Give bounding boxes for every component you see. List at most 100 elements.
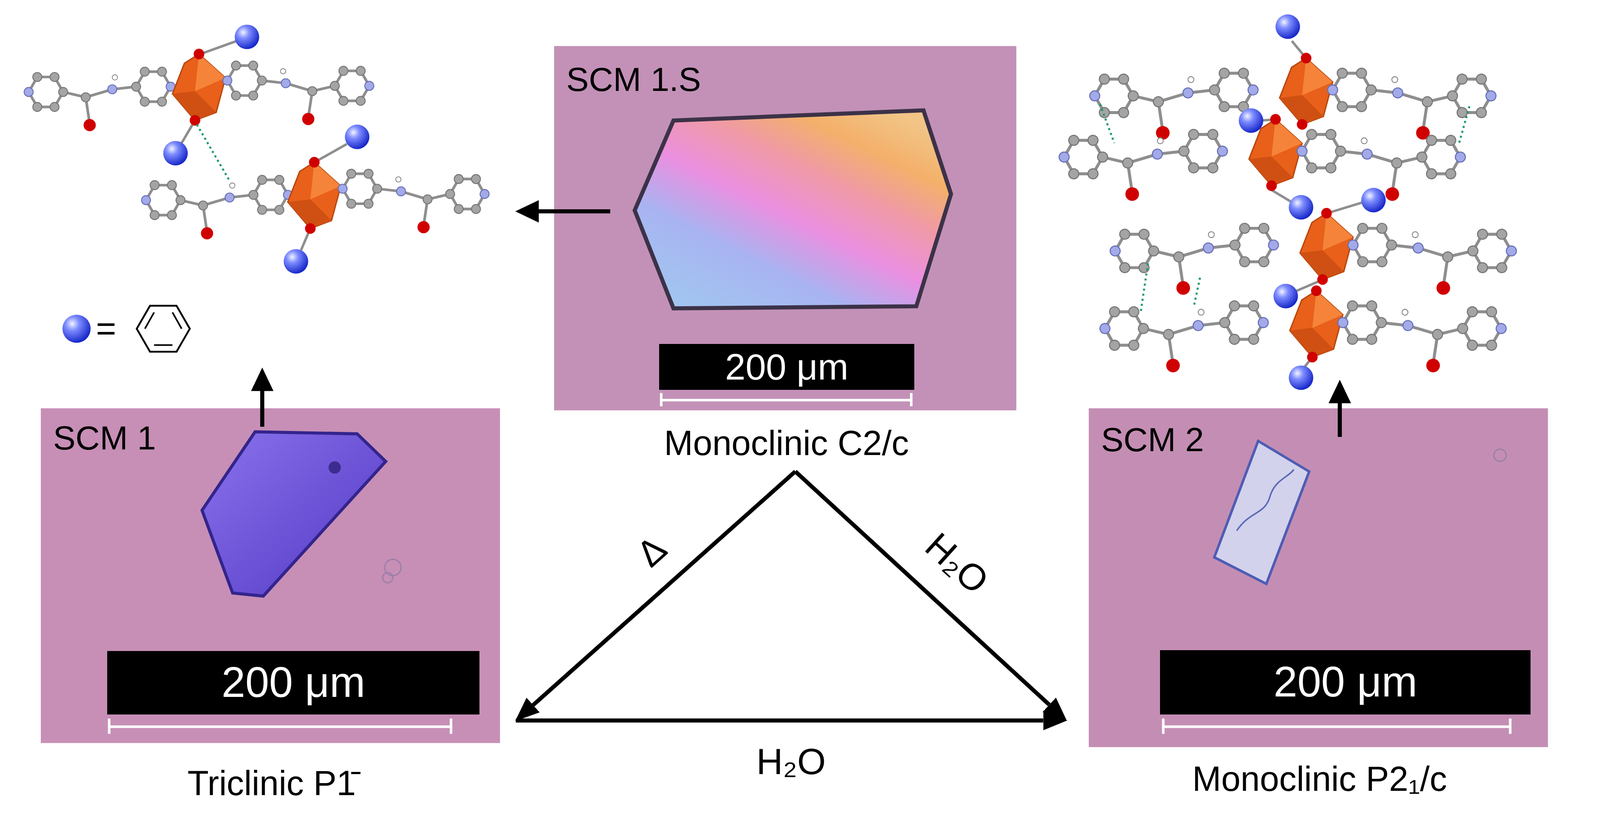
transformation-arrow	[795, 471, 1050, 705]
pointer-arrow	[260, 387, 265, 427]
crystal-structure-right	[1326, 201, 1364, 214]
crystal-structure-left	[24, 67, 175, 132]
crystal-structure-left	[181, 120, 196, 143]
scale-line	[661, 398, 912, 402]
crystal-structure-right	[1296, 129, 1466, 202]
photo-spots	[382, 144, 1507, 583]
condition-label: H₂O	[918, 524, 997, 602]
scale-line	[1162, 718, 1165, 734]
photo-spots	[798, 284, 818, 304]
scale-bar-label: 200 μm	[659, 343, 915, 390]
crystal-structure-left	[287, 156, 341, 234]
micrograph-photo	[1088, 408, 1549, 748]
crystal-structure-right	[1275, 14, 1300, 40]
crystal-structure-right	[1140, 263, 1149, 312]
photo-spots	[384, 559, 401, 576]
crystal-structure-right	[1291, 40, 1306, 58]
key-equals: =	[96, 309, 117, 348]
crystal-structure-right	[1260, 40, 1364, 368]
crystal-structure-right	[1288, 195, 1314, 220]
micrograph-panel: SCM 1.S200 μmMonoclinic C2/c	[554, 45, 1019, 472]
space-group-caption: Monoclinic P2₁/c	[1088, 759, 1551, 799]
micrograph-photo	[40, 408, 501, 743]
crystal-structure-right	[1327, 68, 1497, 140]
crystal-structure-right	[1099, 104, 1115, 143]
photo-spots	[1494, 448, 1507, 462]
crystal-structure-left	[301, 228, 311, 251]
benzene-key	[153, 344, 173, 347]
space-group-caption: Monoclinic C2/c	[554, 423, 1019, 464]
crystal-structure-left	[338, 169, 490, 234]
crystal-structure-right	[1059, 14, 1517, 391]
scale-bar-label: 200 μm	[107, 650, 480, 715]
benzene-key	[62, 314, 91, 344]
crystal-structure-right	[1059, 129, 1228, 202]
crystal-structure-right	[1260, 119, 1276, 121]
space-group-caption: Triclinic P1̄	[40, 763, 503, 804]
crystal-structure-left	[141, 175, 293, 240]
benzene-key	[172, 312, 182, 329]
crystal-structure-right	[1238, 108, 1264, 133]
scale-line	[108, 718, 111, 734]
crystal-structure-right	[1289, 285, 1344, 363]
crystal-structure-left	[181, 40, 347, 251]
scale-line	[909, 392, 913, 407]
micrograph-photo	[40, 45, 1548, 748]
condition-label: Δ	[628, 527, 675, 575]
crystal-structure-right	[1110, 223, 1279, 296]
benzene-key	[62, 305, 190, 352]
benzene-key	[144, 312, 182, 345]
transformation-arrow	[515, 718, 1044, 723]
crystal-structure-right	[1193, 277, 1200, 307]
crystal-structure-left	[283, 249, 308, 274]
scale-line	[109, 725, 452, 729]
scale-line	[449, 718, 453, 734]
micrograph-photo	[554, 45, 1017, 410]
crystal-structure-right	[1279, 52, 1333, 130]
scale-line	[1163, 725, 1511, 729]
crystal-structure-left	[314, 144, 347, 163]
crystal-scm1s	[634, 110, 952, 309]
scale-line	[1509, 718, 1512, 734]
crystal-structure-left	[172, 48, 226, 126]
crystal-scm1	[201, 431, 386, 597]
crystal-structure-left	[222, 60, 374, 125]
photo-spots	[795, 144, 817, 166]
crystal-structure-right	[1089, 68, 1259, 140]
crystal-structure-right	[1099, 104, 1470, 312]
photo-spots	[382, 572, 393, 583]
crystal-structure-right	[1347, 223, 1517, 296]
micrograph-panel: SCM 2 200 μm Monoclinic P2₁/c	[1088, 408, 1551, 809]
pointer-arrow	[515, 200, 540, 223]
crystal-inclusion	[328, 461, 341, 474]
transformation-arrow	[533, 471, 796, 706]
crystal-crack	[1236, 469, 1294, 531]
crystal-structure-left	[234, 24, 260, 49]
scale-bar-label: 200 μm	[1160, 650, 1531, 715]
crystal-structure-right	[1337, 300, 1507, 373]
crystal-structure-right	[1273, 283, 1299, 309]
benzene-key	[136, 305, 190, 352]
pointer-arrow	[1328, 379, 1351, 404]
crystal-structure-left	[344, 124, 370, 150]
crystal-structure-right	[1304, 357, 1313, 368]
crystal-structure-right	[1248, 114, 1302, 191]
pointer-arrow	[535, 209, 611, 214]
crystal-structure-right	[1271, 189, 1293, 203]
crystal-structure-right	[1361, 187, 1386, 213]
crystal-scm2	[1214, 440, 1310, 584]
sample-label: SCM 2	[1100, 420, 1204, 459]
crystal-structure-left	[199, 40, 237, 55]
crystal-structure-right	[1293, 279, 1323, 293]
crystal-structure-right	[1459, 106, 1470, 144]
crystal-structure-left	[163, 141, 188, 166]
benzene-key	[144, 312, 154, 329]
pointer-arrow	[1337, 400, 1342, 437]
crystal-structure-right	[1099, 300, 1269, 373]
crystal-structure-right	[1299, 207, 1353, 285]
scale-line	[659, 392, 663, 407]
condition-label: H₂O	[756, 741, 826, 782]
micrograph-panel: SCM 1200 μmTriclinic P1̄	[40, 408, 503, 812]
pointer-arrow	[250, 200, 1351, 437]
